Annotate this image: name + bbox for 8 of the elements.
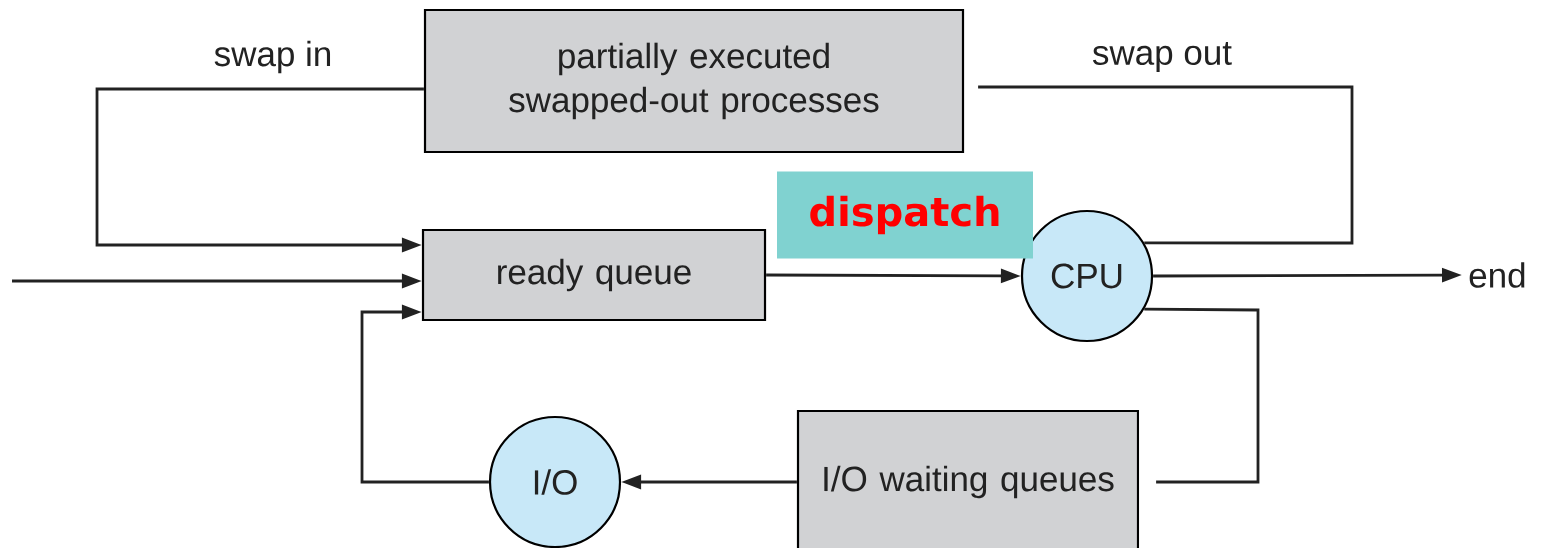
arrow [360, 304, 489, 484]
end-label: end [1469, 262, 1525, 288]
queue-box: I/O waiting queues [796, 409, 1140, 548]
edge-label: swap out [1089, 40, 1235, 74]
edge-label: swap in [211, 38, 335, 76]
dispatch-tag: dispatch [777, 171, 1033, 259]
queue-box: ready queue [421, 228, 767, 322]
process-box: partially executed swapped-out processes [423, 8, 965, 154]
